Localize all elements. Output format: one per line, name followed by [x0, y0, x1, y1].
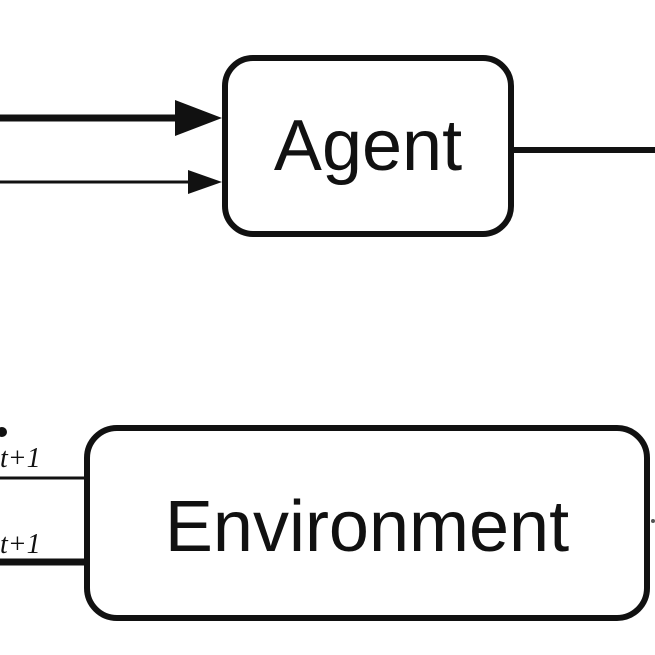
label-dot — [0, 427, 7, 437]
state-arrow — [0, 170, 222, 194]
lower-subscript-label: t+1 — [0, 529, 41, 560]
environment-label: Environment — [165, 487, 569, 567]
reward-arrow — [0, 100, 222, 136]
upper-subscript-label: t+1 — [0, 443, 41, 474]
agent-label: Agent — [274, 106, 462, 186]
right-edge-dot — [651, 519, 655, 523]
environment-box — [84, 425, 650, 621]
agent-box — [222, 55, 514, 237]
